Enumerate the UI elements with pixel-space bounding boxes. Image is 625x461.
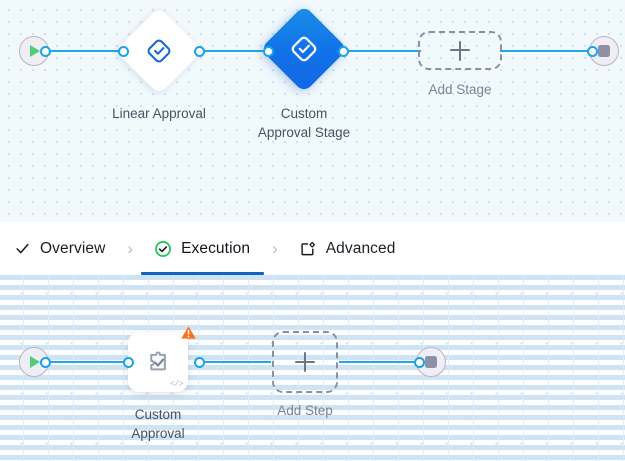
approval-check-icon xyxy=(146,38,172,64)
port-step-end-in[interactable] xyxy=(414,356,425,368)
plus-icon xyxy=(450,40,470,61)
add-stage-button[interactable] xyxy=(418,31,502,70)
advanced-settings-icon xyxy=(299,240,317,258)
stage-label-linear-approval: Linear Approval xyxy=(112,106,206,121)
port-custom-in[interactable] xyxy=(263,45,274,57)
port-step-start-out[interactable] xyxy=(40,356,51,368)
tab-overview[interactable]: Overview xyxy=(14,222,105,275)
tab-overview-label: Overview xyxy=(40,239,106,257)
plugin-check-icon xyxy=(143,347,173,377)
tab-advanced-label: Advanced xyxy=(325,239,396,257)
code-snippet-icon: </> xyxy=(170,380,183,389)
edge-linear-to-custom xyxy=(198,50,278,52)
tab-separator-1: › xyxy=(127,239,134,258)
port-start-out[interactable] xyxy=(40,45,51,57)
check-circle-green-icon xyxy=(154,240,172,258)
stage-node-custom-approval-stage[interactable] xyxy=(260,5,348,93)
edge-addstep-to-end xyxy=(339,361,418,363)
check-icon xyxy=(14,240,31,257)
play-icon xyxy=(30,45,40,57)
stop-icon xyxy=(598,45,610,57)
tab-execution-label: Execution xyxy=(181,239,251,257)
stage-flow-canvas[interactable]: Linear Approval Custom Approval Stage Ad… xyxy=(0,0,625,222)
stage-node-linear-approval[interactable] xyxy=(115,7,203,95)
approval-check-icon xyxy=(290,35,318,63)
port-linear-in[interactable] xyxy=(118,45,129,57)
step-flow-canvas[interactable]: </> Custom Approval Add Step xyxy=(0,275,625,461)
edge-custom-approval-to-addstep xyxy=(198,361,271,363)
port-custom-out[interactable] xyxy=(338,45,349,57)
tab-execution[interactable]: Execution xyxy=(141,222,265,275)
add-step-label: Add Step xyxy=(277,403,333,418)
step-label-custom-approval: Custom Approval xyxy=(131,407,185,441)
add-stage-label: Add Stage xyxy=(428,82,492,97)
step-canvas-dots xyxy=(0,275,625,461)
add-step-button[interactable] xyxy=(272,331,338,393)
plus-icon xyxy=(295,352,315,372)
edge-start-to-linear xyxy=(44,50,122,52)
tab-advanced[interactable]: Advanced xyxy=(299,222,396,275)
play-icon xyxy=(30,356,40,368)
warning-triangle-icon xyxy=(180,324,197,341)
edge-addstage-to-end xyxy=(500,50,592,52)
step-node-custom-approval[interactable]: </> xyxy=(128,326,196,392)
stop-icon xyxy=(425,356,437,368)
tab-separator-2: › xyxy=(272,239,278,258)
port-end-in[interactable] xyxy=(587,45,598,57)
edge-custom-to-addstage xyxy=(341,50,421,52)
pipeline-config-tabs: Overview › Execution › Advanced xyxy=(0,222,625,275)
port-linear-out[interactable] xyxy=(194,45,205,57)
edge-start-to-custom-approval xyxy=(44,361,128,363)
stage-start-node[interactable] xyxy=(19,36,49,66)
port-step-custom-out[interactable] xyxy=(194,356,205,368)
stage-label-custom-approval-stage: Custom Approval Stage xyxy=(257,106,351,140)
port-step-custom-in[interactable] xyxy=(123,356,134,368)
